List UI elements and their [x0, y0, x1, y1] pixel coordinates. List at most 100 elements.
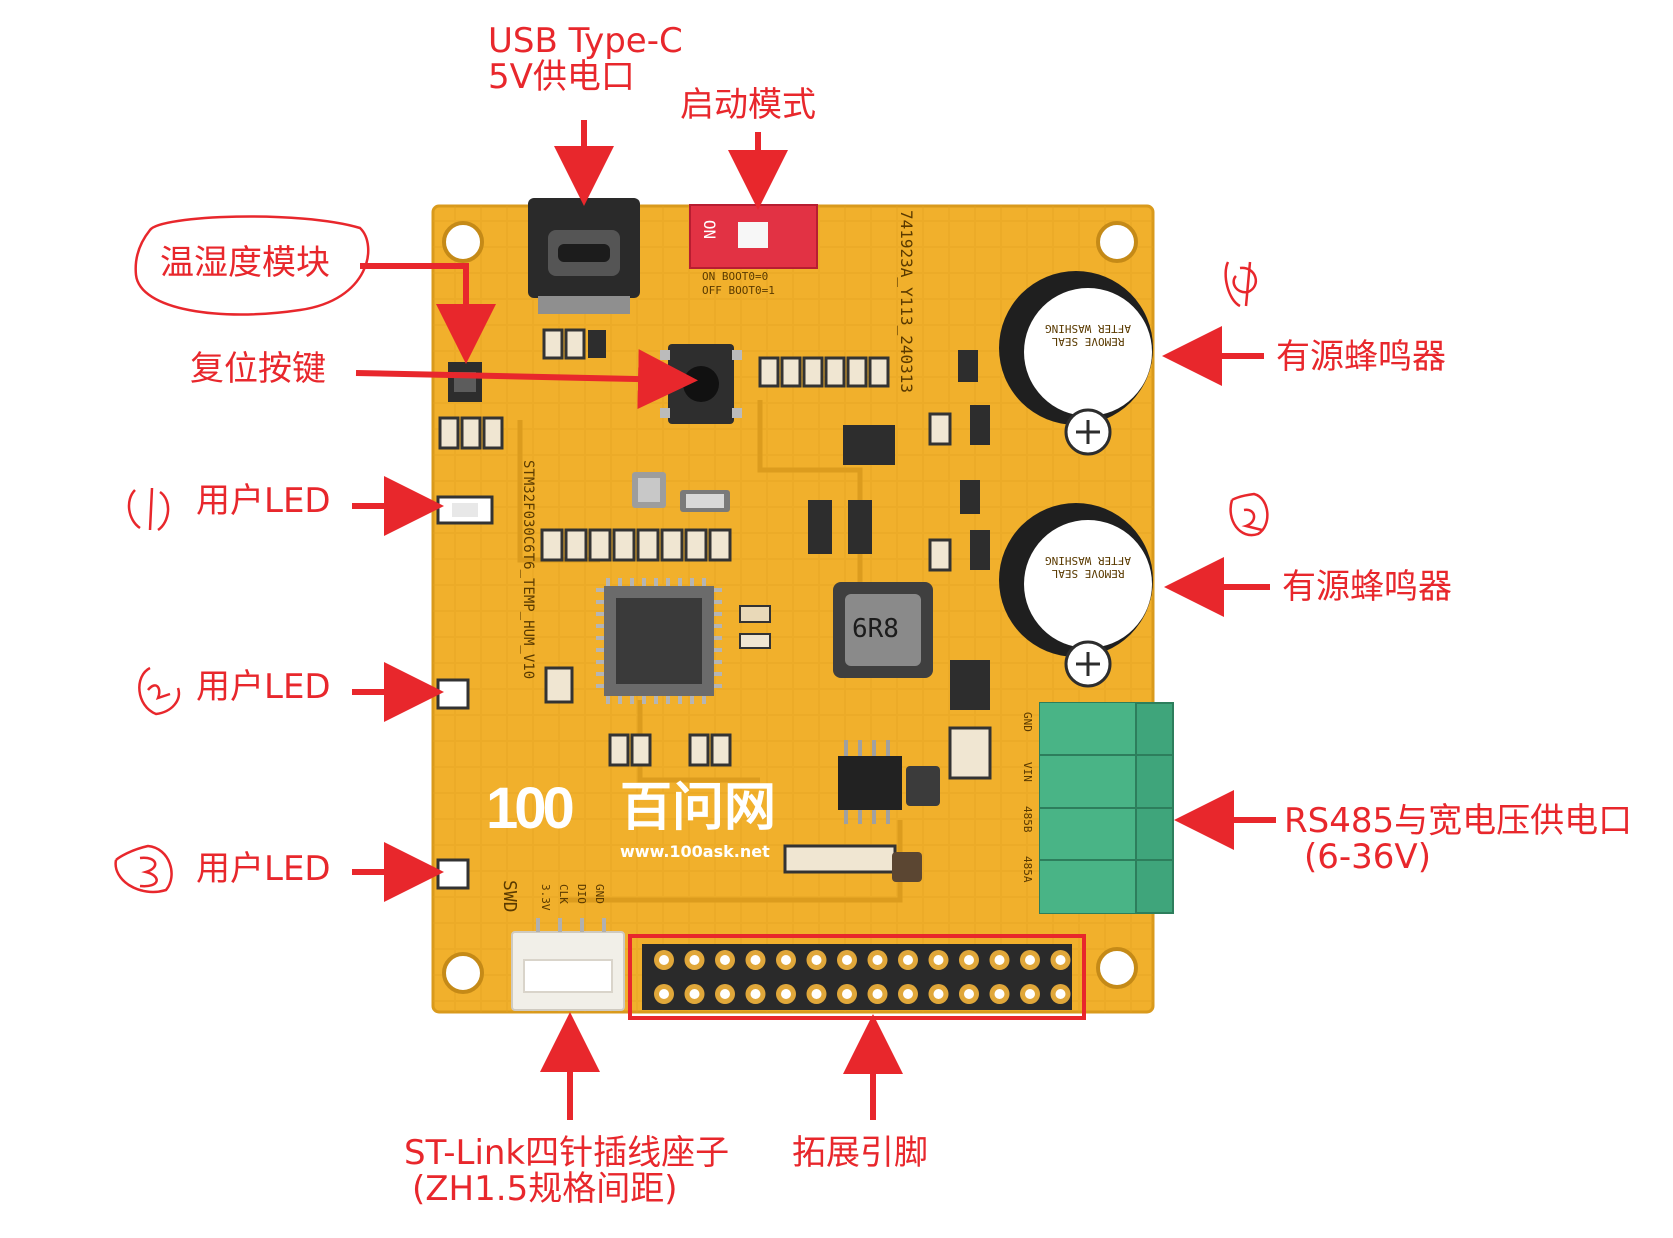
header-pin-hole	[781, 989, 791, 999]
diodes-transistors	[808, 350, 990, 710]
buzzer-seal-text-2: REMOVE SEAL AFTER WASHING	[1044, 554, 1132, 580]
header-pins	[654, 950, 1071, 1004]
expansion-label: 拓展引脚	[792, 1133, 928, 1173]
terminal-pin-1: GND	[1021, 712, 1034, 732]
terminal-pin-3: 485B	[1021, 806, 1034, 833]
mounting-hole	[1096, 221, 1138, 263]
buzzer-seal-text-1: REMOVE SEAL AFTER WASHING	[1044, 322, 1132, 348]
swd-pin-3: DIO	[575, 884, 588, 904]
usb-label: USB Type-C 5V供电口	[488, 21, 683, 97]
active-buzzer	[999, 503, 1153, 688]
inductor-code: 6R8	[852, 614, 899, 644]
usb-c-connector	[528, 198, 640, 314]
boot-mode-label: 启动模式	[680, 85, 816, 125]
header-pin-hole	[872, 989, 883, 999]
header-pin-hole	[842, 989, 852, 999]
header-pin-hole	[750, 989, 761, 999]
mounting-hole	[1096, 947, 1138, 989]
rs485-terminal-block	[1039, 702, 1174, 914]
led-2-number	[138, 666, 181, 716]
logo-website: www.100ask.net	[620, 842, 770, 861]
header-pin-hole	[933, 955, 944, 965]
swd-pin-2: CLK	[557, 884, 570, 904]
temp-humidity-sensor	[448, 362, 482, 402]
mcu-silk-text: STM32F030C6T6_TEMP_HUM_V10	[520, 460, 536, 680]
boot-on-text: ON BOOT0=0	[702, 270, 769, 283]
header-pin-hole	[659, 989, 669, 999]
header-pin-hole	[842, 955, 852, 965]
active-buzzer	[999, 271, 1153, 456]
buzzer-1-label: 有源蜂鸣器	[1276, 337, 1446, 377]
swd-text: SWD	[499, 880, 520, 913]
header-pin-hole	[903, 989, 913, 999]
led-3-number	[114, 844, 173, 893]
user-led-2-label: 用户LED	[196, 667, 331, 707]
annotation-arrows	[352, 120, 1276, 1120]
dip-on-text: ON	[700, 219, 720, 240]
rs485-label-line2: (6-36V)	[1304, 836, 1431, 877]
board-id-text: 741923A_Y113_240313	[897, 210, 916, 394]
header-pin-hole	[994, 955, 1005, 965]
header-pin-hole	[689, 989, 700, 999]
buzzer-1-number	[1224, 261, 1258, 308]
header-pin-hole	[1055, 955, 1066, 965]
boot-dip-switch	[689, 204, 818, 269]
header-pin-hole	[659, 955, 669, 965]
mounting-hole	[442, 952, 484, 994]
swd-connector	[511, 918, 625, 1011]
header-pin-hole	[933, 989, 944, 999]
user-led	[436, 678, 470, 710]
header-pin-hole	[811, 989, 822, 999]
crystal	[632, 472, 666, 508]
stlink-label-line1: ST-Link四针插线座子	[404, 1133, 730, 1173]
temp-humidity-label: 温湿度模块	[160, 243, 330, 283]
swd-pin-4: GND	[593, 884, 606, 904]
usb-label-line1: USB Type-C	[488, 21, 683, 61]
user-led-1-label: 用户LED	[196, 481, 331, 521]
swd-pin-1: 3.3V	[539, 884, 552, 911]
crystal	[680, 490, 730, 512]
smd-components	[438, 328, 992, 874]
header-pin-hole	[720, 989, 730, 999]
stm32-mcu	[596, 578, 722, 704]
buzzer-2-number	[1229, 492, 1269, 537]
handwritten-marks	[114, 215, 1269, 893]
arrow-temp-humidity	[360, 263, 496, 364]
stlink-label-line2: (ZH1.5规格间距)	[412, 1168, 678, 1209]
user-led	[436, 858, 470, 890]
header-pin-hole	[1025, 989, 1035, 999]
header-pin-hole	[964, 989, 974, 999]
header-pin-hole	[872, 955, 883, 965]
logo-number: 100	[486, 776, 575, 841]
expansion-header	[628, 934, 1086, 1020]
reset-button-label: 复位按键	[190, 349, 326, 389]
usb-label-line2: 5V供电口	[488, 56, 635, 97]
buzzer-2-label: 有源蜂鸣器	[1282, 567, 1452, 607]
mounting-hole	[442, 221, 484, 263]
power-inductor	[833, 582, 933, 678]
header-pin-hole	[994, 989, 1005, 999]
reset-button	[660, 344, 742, 424]
stlink-label: ST-Link四针插线座子 (ZH1.5规格间距)	[404, 1133, 730, 1209]
user-led	[436, 495, 494, 525]
header-pin-hole	[720, 955, 730, 965]
header-pin-hole	[781, 955, 791, 965]
boot-off-text: OFF BOOT0=1	[702, 284, 775, 297]
user-led-3-label: 用户LED	[196, 849, 331, 889]
logo-text: 百问网	[620, 778, 777, 838]
electrolytic-capacitor	[892, 766, 940, 882]
terminal-pin-2: VIN	[1021, 762, 1034, 782]
header-pin-hole	[750, 955, 761, 965]
header-pin-hole	[811, 955, 822, 965]
header-pin-hole	[1055, 989, 1066, 999]
temp-humidity-circle	[134, 215, 370, 316]
led-1-number	[127, 487, 170, 532]
rs485-label-line1: RS485与宽电压供电口	[1284, 801, 1633, 841]
header-pin-hole	[903, 955, 913, 965]
terminal-pin-4: 485A	[1021, 856, 1034, 883]
regulator-chip	[838, 740, 902, 824]
arrow-reset	[355, 349, 698, 410]
header-pin-hole	[964, 955, 974, 965]
